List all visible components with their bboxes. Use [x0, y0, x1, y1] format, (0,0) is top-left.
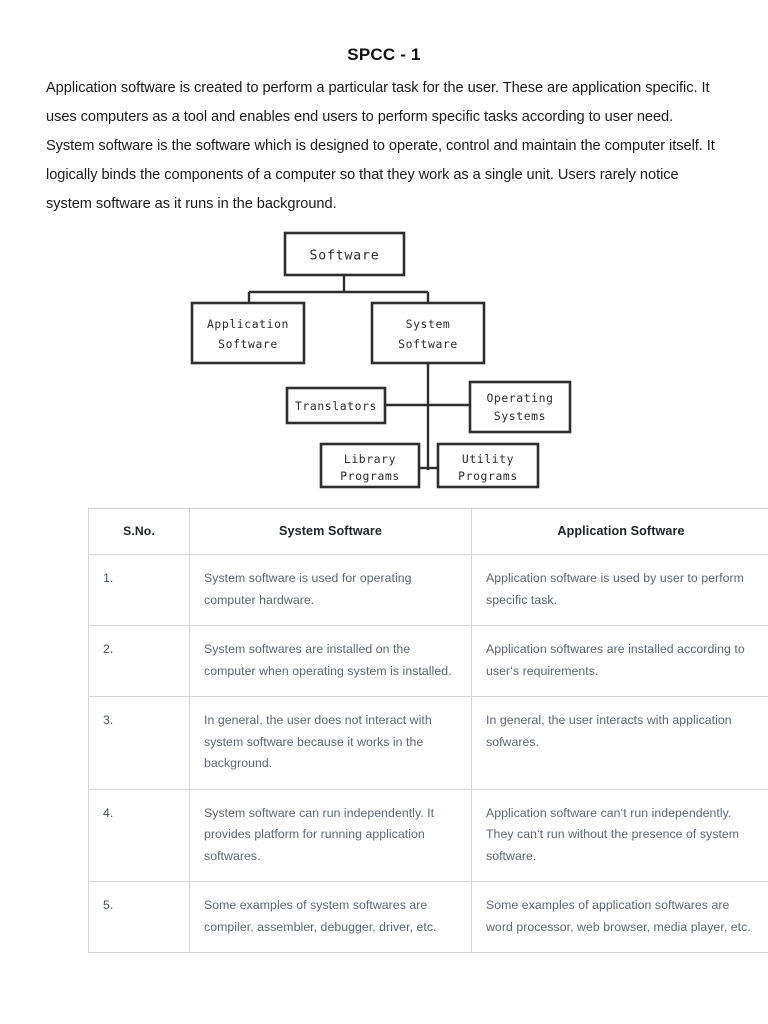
diagram-node-software-label: Software	[310, 249, 380, 264]
body-text-block: Application software is created to perfo…	[46, 74, 718, 219]
diagram-node-operating-systems: Operating Systems	[468, 380, 572, 434]
diagram-node-application-software-label-line1: Application	[207, 317, 289, 331]
diagram-node-library-programs-label-line2: Programs	[340, 469, 400, 483]
table-cell-application: Application software can‘t run independe…	[471, 788, 768, 882]
diagram-node-utility-programs-label-line1: Utility	[462, 452, 514, 466]
diagram-node-library-programs-label-line1: Library	[344, 452, 396, 466]
table-cell-application: Application softwares are installed acco…	[471, 625, 768, 697]
table-cell-system: In general, the user does not interact w…	[189, 696, 472, 790]
paragraph-system-software: System software is the software which is…	[46, 138, 715, 212]
table-cell-application: In general, the user interacts with appl…	[471, 696, 768, 790]
diagram-node-utility-programs-label-line2: Programs	[458, 469, 518, 483]
table-cell-system: System softwares are installed on the co…	[189, 625, 472, 697]
table-cell-system: Some examples of system softwares are co…	[189, 881, 472, 953]
diagram-node-system-software-label-line2: Software	[398, 337, 458, 351]
table-header-application-software: Application Software	[471, 508, 768, 555]
diagram-node-library-programs: Library Programs	[319, 442, 421, 489]
table-header: S.No. System Software Application Softwa…	[88, 508, 768, 555]
comparison-table: S.No. System Software Application Softwa…	[88, 508, 768, 953]
table-body: 1. System software is used for operating…	[88, 554, 768, 953]
diagram-node-system-software-label-line1: System	[406, 317, 451, 331]
table-cell-system: System software can run independently. I…	[189, 788, 472, 882]
table-row: 2. System softwares are installed on the…	[88, 625, 768, 697]
table-cell-system: System software is used for operating co…	[189, 554, 472, 626]
table-cell-application: Application software is used by user to …	[471, 554, 768, 626]
table-header-system-software: System Software	[189, 508, 472, 555]
table-cell-sno: 5.	[88, 881, 190, 953]
diagram-node-translators-label: Translators	[295, 399, 377, 413]
table-cell-sno: 1.	[88, 554, 190, 626]
paragraph-application-software: Application software is created to perfo…	[46, 80, 710, 125]
diagram-connectors	[247, 275, 470, 470]
diagram-node-application-software-label-line2: Software	[218, 337, 278, 351]
table-cell-sno: 2.	[88, 625, 190, 697]
diagram-node-utility-programs: Utility Programs	[436, 442, 540, 489]
diagram-node-application-software: Application Software	[190, 301, 306, 365]
table-cell-application: Some examples of application softwares a…	[471, 881, 768, 953]
table-row: 5. Some examples of system softwares are…	[88, 881, 768, 953]
table-cell-sno: 3.	[88, 696, 190, 790]
diagram-node-operating-systems-label-line1: Operating	[486, 391, 553, 405]
diagram-node-operating-systems-label-line2: Systems	[494, 409, 546, 423]
table-cell-sno: 4.	[88, 788, 190, 882]
diagram-node-translators: Translators	[285, 386, 387, 425]
diagram-node-system-software: System Software	[370, 301, 486, 365]
table-header-row: S.No. System Software Application Softwa…	[88, 508, 768, 555]
page-title: SPCC - 1	[347, 45, 421, 64]
table-header-sno: S.No.	[88, 508, 190, 555]
table-row: 3. In general, the user does not interac…	[88, 696, 768, 790]
table-row: 4. System software can run independently…	[88, 788, 768, 882]
diagram-node-software: Software	[283, 231, 406, 277]
table-row: 1. System software is used for operating…	[88, 554, 768, 626]
